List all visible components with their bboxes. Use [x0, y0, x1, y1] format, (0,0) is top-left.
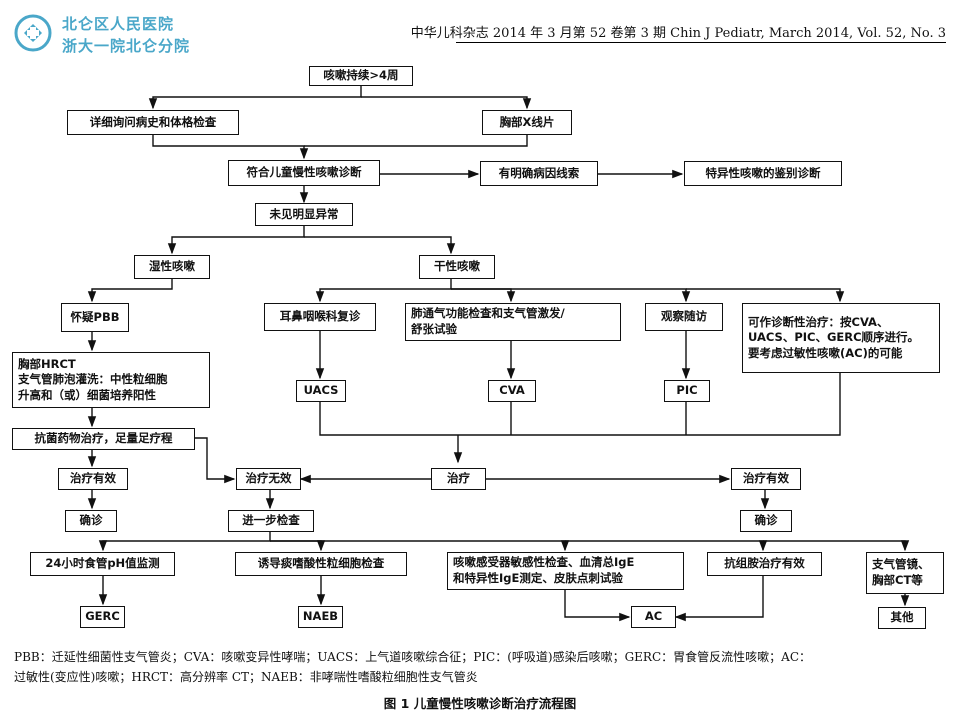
node-naeb: NAEB — [298, 606, 343, 628]
node-diagnostic-treatment: 可作诊断性治疗：按CVA、 UACS、PIC、GERC顺序进行。 要考虑过敏性咳… — [742, 303, 940, 373]
node-treatment-ineffective: 治疗无效 — [236, 468, 301, 490]
node-bronchoscopy-ct: 支气管镜、 胸部CT等 — [866, 552, 944, 594]
node-cva: CVA — [488, 380, 536, 402]
footnote-abbreviations-line2: 过敏性(变应性)咳嗽；HRCT：高分辨率 CT；NAEB：非哮喘性嗜酸粒细胞性支… — [14, 670, 478, 684]
header-rule — [456, 42, 946, 43]
node-observe-follow-up: 观察随访 — [645, 303, 723, 331]
node-induced-sputum: 诱导痰嗜酸性粒细胞检查 — [235, 552, 407, 576]
footnote-abbreviations-line1: PBB：迁延性细菌性支气管炎；CVA：咳嗽变异性哮喘；UACS：上气道咳嗽综合征… — [14, 650, 811, 664]
node-cough-over-4-weeks: 咳嗽持续>4周 — [309, 66, 413, 86]
node-24h-ph-monitoring: 24小时食管pH值监测 — [30, 552, 175, 576]
node-further-examination: 进一步检查 — [228, 510, 314, 532]
node-treatment-effective-right: 治疗有效 — [731, 468, 801, 490]
node-confirmed-right: 确诊 — [740, 510, 792, 532]
node-clear-cause-clue: 有明确病因线索 — [480, 161, 598, 186]
figure-title: 图 1 儿童慢性咳嗽诊断治疗流程图 — [383, 696, 577, 711]
node-ent-revisit: 耳鼻咽喉科复诊 — [264, 303, 376, 331]
hospital-logo-icon — [14, 14, 52, 52]
node-specific-cough-differential: 特异性咳嗽的鉴别诊断 — [684, 161, 842, 186]
node-antibiotic-treatment: 抗菌药物治疗，足量足疗程 — [12, 428, 195, 450]
node-ac: AC — [631, 606, 676, 628]
node-hrct-bal: 胸部HRCT 支气管肺泡灌洗：中性粒细胞 升高和（或）细菌培养阳性 — [12, 352, 210, 408]
node-gerc: GERC — [80, 606, 125, 628]
node-wet-cough: 湿性咳嗽 — [134, 255, 210, 279]
node-treatment: 治疗 — [431, 468, 486, 490]
node-pic: PIC — [664, 380, 710, 402]
node-suspect-pbb: 怀疑PBB — [61, 303, 129, 332]
hospital-name: 北仑区人民医院 — [62, 15, 175, 33]
node-other: 其他 — [878, 607, 926, 629]
node-chronic-cough-diagnosis: 符合儿童慢性咳嗽诊断 — [228, 160, 380, 186]
node-antihistamine-effective: 抗组胺治疗有效 — [707, 552, 822, 576]
node-history-and-exam: 详细询问病史和体格检查 — [67, 110, 239, 135]
node-pulmonary-function-test: 肺通气功能检查和支气管激发/ 舒张试验 — [405, 303, 621, 341]
node-treatment-effective-left: 治疗有效 — [58, 468, 128, 490]
node-confirmed-left: 确诊 — [65, 510, 117, 532]
node-chest-xray: 胸部X线片 — [482, 110, 572, 135]
node-uacs: UACS — [296, 380, 346, 402]
hospital-branch-name: 浙大一院北仑分院 — [62, 37, 191, 55]
node-no-obvious-abnormality: 未见明显异常 — [255, 203, 353, 226]
journal-citation: 中华儿科杂志 2014 年 3 月第 52 卷第 3 期 Chin J Pedi… — [410, 26, 946, 41]
node-dry-cough: 干性咳嗽 — [419, 255, 495, 279]
node-cough-receptor-ige-tests: 咳嗽感受器敏感性检查、血清总IgE 和特异性IgE测定、皮肤点刺试验 — [447, 552, 684, 590]
